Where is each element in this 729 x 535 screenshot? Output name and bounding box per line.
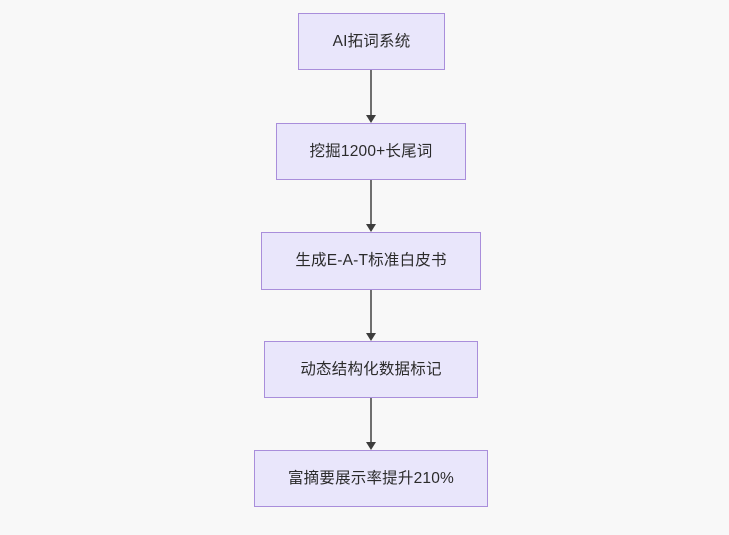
edge-line bbox=[370, 70, 372, 116]
flowchart-edge-n2-n3 bbox=[361, 290, 381, 341]
flowchart-node-label: 生成E-A-T标准白皮书 bbox=[295, 252, 447, 270]
edge-line bbox=[370, 290, 372, 334]
edge-line bbox=[370, 180, 372, 225]
down-arrow-icon bbox=[366, 333, 376, 341]
flowchart-node-rich-snippet-uplift[interactable]: 富摘要展示率提升210% bbox=[254, 450, 488, 507]
down-arrow-icon bbox=[366, 115, 376, 123]
flowchart-node-dynamic-structured-data-markup[interactable]: 动态结构化数据标记 bbox=[264, 341, 478, 398]
flowchart-node-mine-longtail-keywords[interactable]: 挖掘1200+长尾词 bbox=[276, 123, 466, 180]
flowchart-node-generate-eat-whitepaper[interactable]: 生成E-A-T标准白皮书 bbox=[261, 232, 481, 290]
flowchart-node-label: 富摘要展示率提升210% bbox=[287, 469, 455, 487]
edge-line bbox=[370, 398, 372, 443]
flowchart-edge-n3-n4 bbox=[361, 398, 381, 450]
flowchart-edge-n0-n1 bbox=[361, 70, 381, 123]
down-arrow-icon bbox=[366, 442, 376, 450]
down-arrow-icon bbox=[366, 224, 376, 232]
flowchart-node-label: AI拓词系统 bbox=[332, 32, 411, 50]
flowchart-node-label: 动态结构化数据标记 bbox=[300, 360, 442, 378]
flowchart-edge-n1-n2 bbox=[361, 180, 381, 232]
flowchart-node-label: 挖掘1200+长尾词 bbox=[309, 142, 433, 160]
flowchart-node-ai-keyword-system[interactable]: AI拓词系统 bbox=[298, 13, 445, 70]
